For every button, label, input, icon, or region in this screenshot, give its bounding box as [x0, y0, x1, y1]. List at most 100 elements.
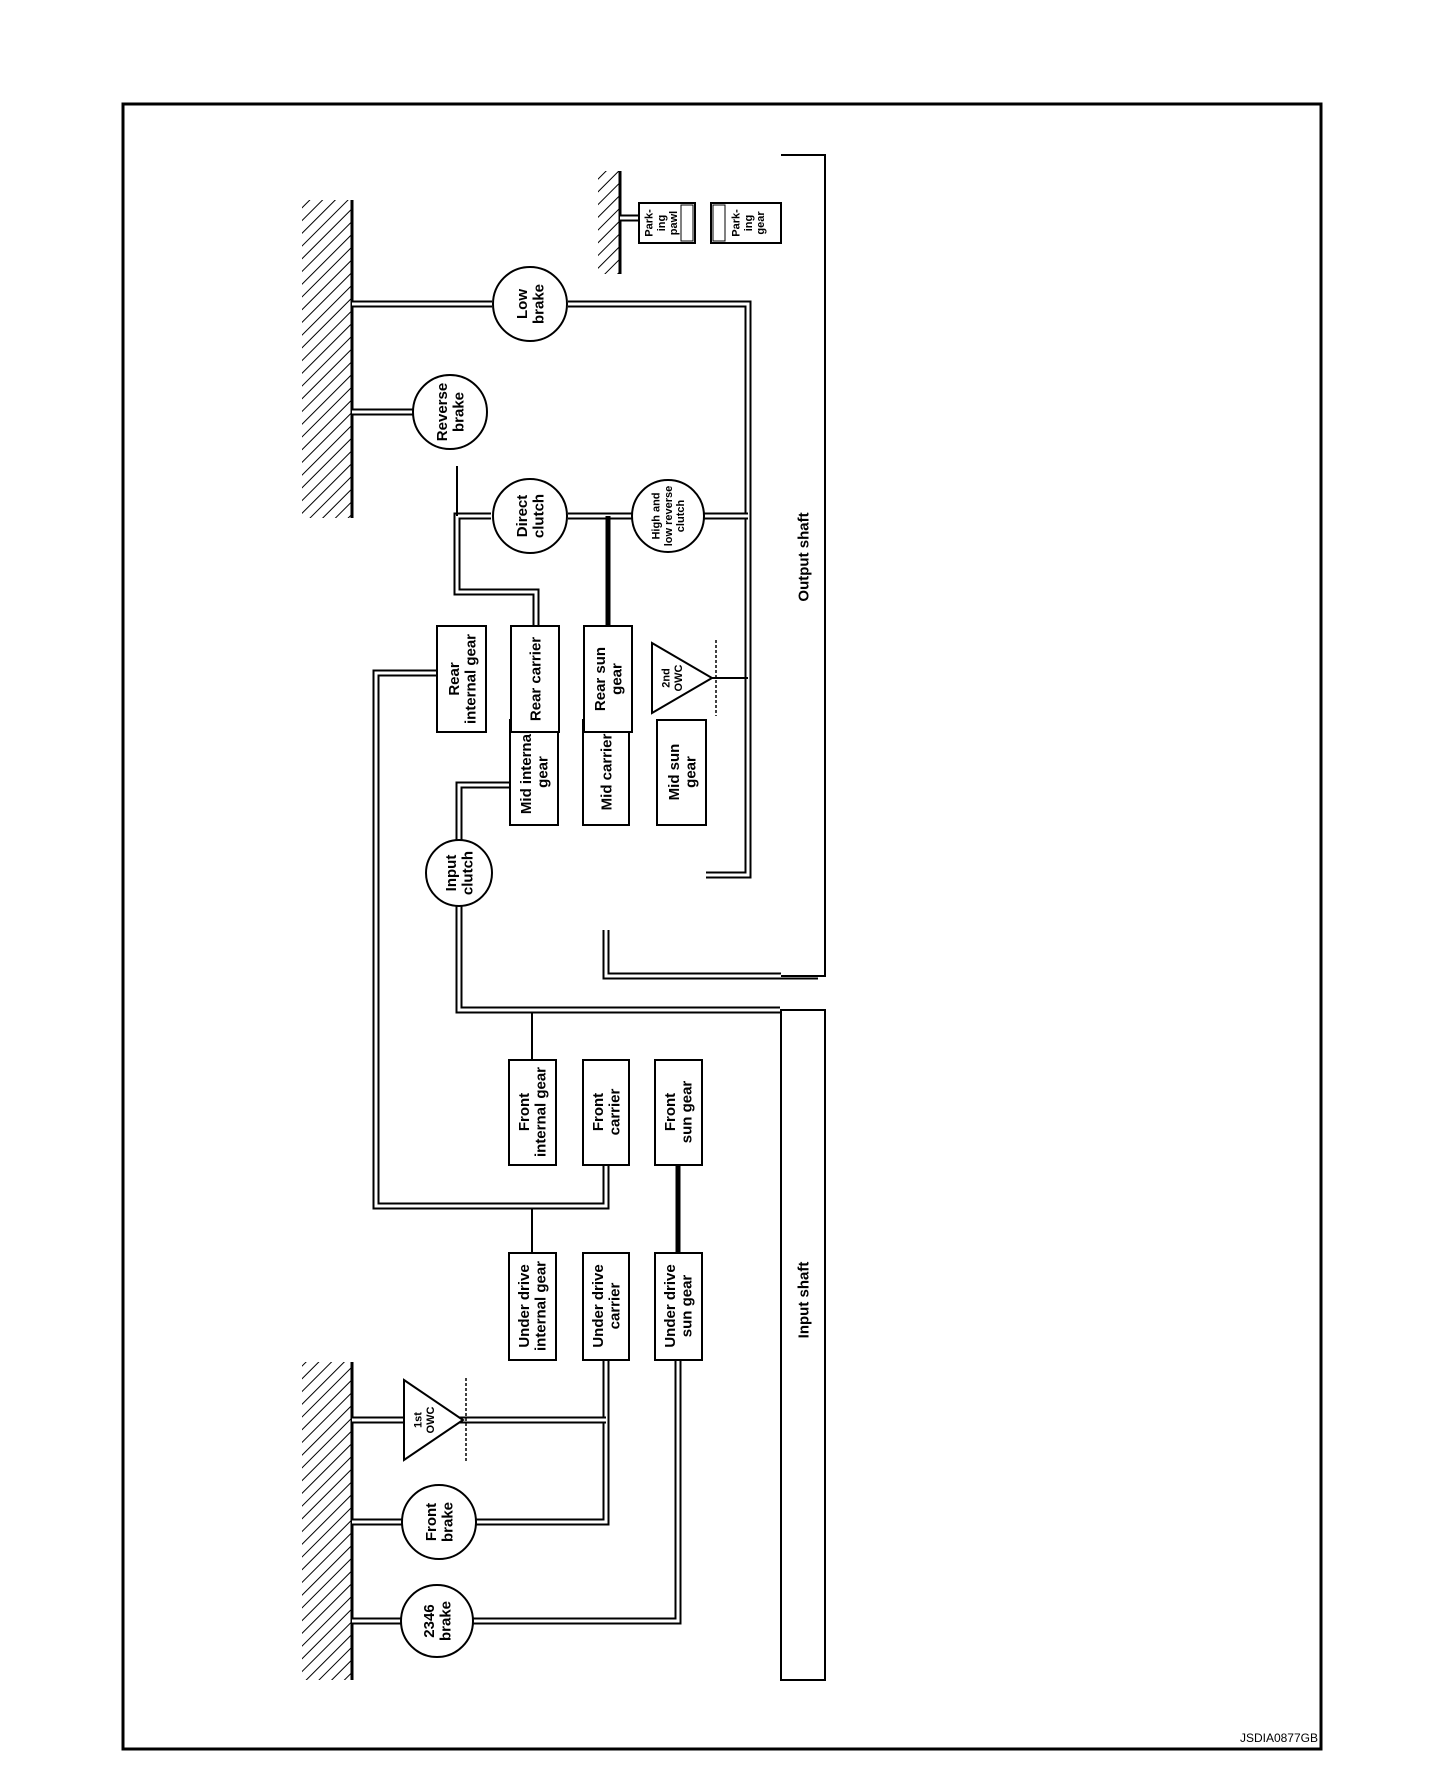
mid-carrier-label: Mid carrier	[598, 733, 615, 810]
front-internal-gear-label: Frontinternal gear	[516, 1067, 550, 1157]
input-shaft: Input shaft	[780, 1009, 826, 1681]
label-line: 2nd	[661, 668, 673, 688]
label-line: clutch	[675, 500, 687, 533]
under-drive-carrier: Under drivecarrier	[582, 1252, 630, 1361]
label-line: ing	[743, 215, 755, 232]
front-sun-gear-label: Frontsun gear	[662, 1081, 696, 1144]
under-drive-sun-gear: Under drivesun gear	[654, 1252, 703, 1361]
label-line: Reverse	[434, 383, 451, 441]
under-drive-sun-gear-label: Under drivesun gear	[662, 1264, 696, 1347]
label-line: brake	[531, 284, 548, 324]
rear-internal-gear: Rearinternal gear	[436, 625, 487, 733]
label-line: clutch	[531, 494, 548, 538]
front-carrier-label: Frontcarrier	[590, 1088, 624, 1135]
label-line: Under drive	[662, 1264, 679, 1347]
low-brake: Lowbrake	[492, 266, 568, 342]
label-line: Output shaft	[795, 512, 812, 601]
high-low-reverse-clutch-label: High andlow reverseclutch	[651, 486, 688, 547]
label-line: gear	[609, 663, 626, 695]
brake-2346-label: 2346brake	[421, 1601, 455, 1641]
mid-sun-gear: Mid sungear	[656, 719, 707, 826]
mid-internal-gear: Mid internalgear	[509, 719, 559, 826]
label-line: Front	[516, 1093, 533, 1131]
housing-hatch-left	[302, 1362, 354, 1680]
front-internal-gear: Frontinternal gear	[508, 1059, 557, 1166]
label-line: Rear carrier	[527, 637, 544, 721]
label-line: Park-	[644, 209, 656, 237]
diagram-frame	[121, 102, 1323, 1751]
parking-pawl: Park-ingpawl	[638, 202, 696, 244]
label-line: OWC	[425, 1407, 437, 1434]
label-line: Input shaft	[795, 1262, 812, 1339]
label-line: carrier	[607, 1282, 624, 1329]
label-line: High and	[651, 492, 663, 539]
label-line: ing	[656, 215, 668, 232]
label-line: Under drive	[590, 1264, 607, 1347]
label-line: sun gear	[679, 1081, 696, 1144]
output-shaft: Output shaft	[781, 154, 826, 977]
label-line: brake	[440, 1502, 457, 1542]
label-line: Under drive	[516, 1264, 533, 1347]
label-line: internal gear	[533, 1067, 550, 1157]
label-line: carrier	[607, 1088, 624, 1135]
label-line: clutch	[460, 851, 477, 895]
input-clutch: Inputclutch	[425, 839, 493, 907]
front-brake: Frontbrake	[401, 1484, 477, 1560]
parking-pawl-label: Park-ingpawl	[644, 209, 681, 237]
direct-clutch-label: Directclutch	[514, 494, 548, 538]
owc-2nd: 2ndOWC	[651, 640, 717, 716]
under-drive-internal-gear-label: Under driveinternal gear	[516, 1261, 550, 1351]
label-line: gear	[755, 211, 767, 235]
label-line: Direct	[514, 495, 531, 538]
label-line: Input	[443, 855, 460, 892]
under-drive-carrier-label: Under drivecarrier	[590, 1264, 624, 1347]
direct-clutch: Directclutch	[492, 478, 568, 554]
owc-1st: 1stOWC	[403, 1378, 467, 1462]
mid-internal-gear-label: Mid internalgear	[518, 730, 552, 814]
owc-2nd-label: 2ndOWC	[661, 665, 685, 692]
input-shaft-label: Input shaft	[795, 1262, 812, 1339]
label-line: Rear sun	[592, 647, 609, 711]
housing-hatch-parking	[598, 171, 622, 274]
label-line: Low	[514, 289, 531, 319]
label-line: 1st	[413, 1412, 425, 1428]
label-line: internal gear	[533, 1261, 550, 1351]
label-line: 2346	[421, 1604, 438, 1637]
parking-gear-label: Park-inggear	[731, 209, 768, 237]
high-low-reverse-clutch: High andlow reverseclutch	[631, 479, 705, 553]
mid-sun-gear-label: Mid sungear	[666, 744, 700, 801]
under-drive-internal-gear: Under driveinternal gear	[508, 1252, 557, 1361]
input-clutch-label: Inputclutch	[443, 851, 477, 895]
label-line: internal gear	[463, 634, 480, 724]
front-brake-label: Frontbrake	[423, 1502, 457, 1542]
label-line: gear	[683, 756, 700, 788]
rear-internal-gear-label: Rearinternal gear	[446, 634, 480, 724]
label-line: brake	[438, 1601, 455, 1641]
front-carrier: Frontcarrier	[582, 1059, 630, 1166]
label-line: OWC	[673, 665, 685, 692]
front-sun-gear: Frontsun gear	[654, 1059, 703, 1166]
label-line: Mid sun	[666, 744, 683, 801]
label-line: Rear	[446, 662, 463, 696]
reverse-brake-label: Reversebrake	[434, 383, 468, 441]
mid-carrier: Mid carrier	[582, 719, 630, 826]
output-shaft-label: Output shaft	[795, 512, 812, 601]
label-line: Front	[590, 1093, 607, 1131]
label-line: gear	[535, 756, 552, 788]
label-line: sun gear	[679, 1275, 696, 1338]
connection-lines	[352, 214, 818, 1625]
label-line: pawl	[668, 211, 680, 235]
rear-carrier-label: Rear carrier	[527, 637, 544, 721]
rear-sun-gear-label: Rear sungear	[592, 647, 626, 711]
parking-gear: Park-inggear	[710, 202, 782, 244]
owc-1st-label: 1stOWC	[413, 1407, 437, 1434]
label-line: Mid carrier	[598, 733, 615, 810]
label-line: Park-	[731, 209, 743, 237]
housing-hatch-right	[302, 200, 354, 518]
label-line: low reverse	[663, 486, 675, 547]
label-line: brake	[451, 392, 468, 432]
figure-code: JSDIA0877GB	[1240, 1731, 1318, 1745]
label-line: Mid internal	[518, 730, 535, 814]
brake-2346: 2346brake	[400, 1584, 474, 1658]
